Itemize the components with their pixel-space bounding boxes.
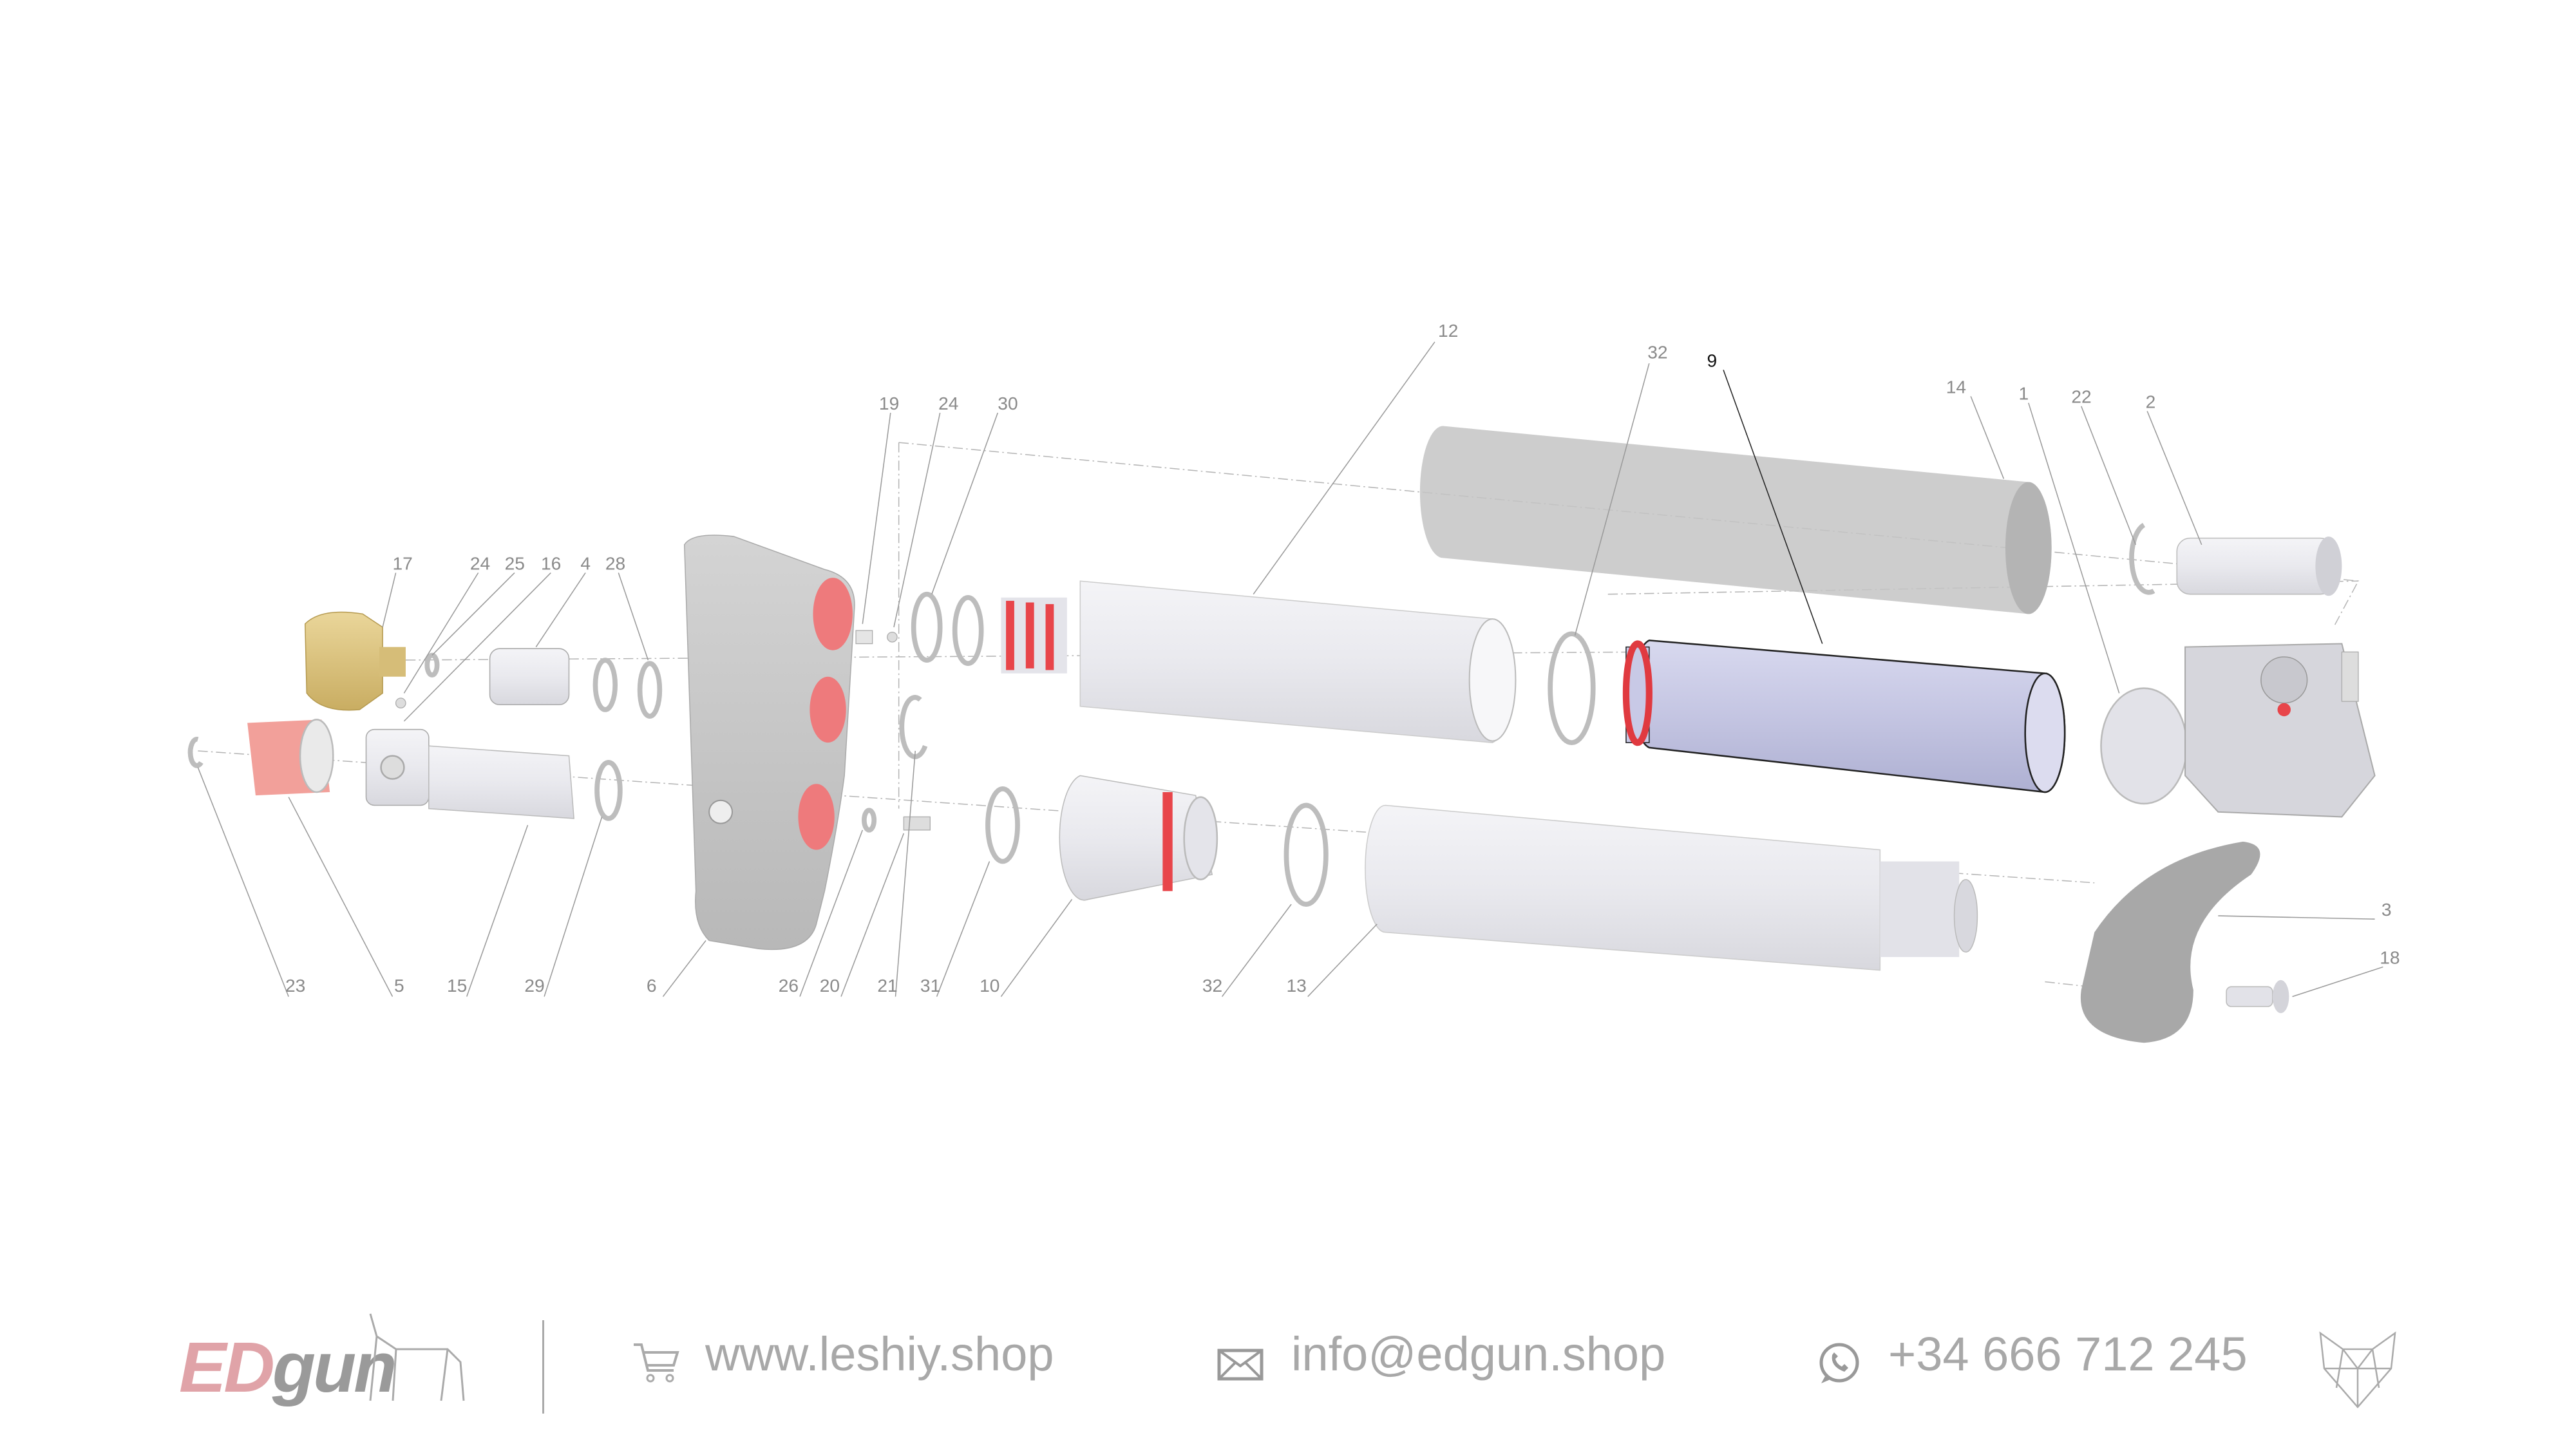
part-2-plug [2176,536,2342,596]
callout-label: 23 [285,976,305,996]
part-15-piston [365,728,575,819]
callout-label: 24 [470,553,490,573]
part-3-lever [2080,841,2260,1043]
edgun-logo: EDgun [179,1327,397,1408]
callout-label: 17 [392,553,412,573]
callout-label: 20 [820,976,840,996]
callout-label: 3 [2382,900,2392,920]
callout-label: 10 [980,976,999,996]
callouts: 12 32 9 14 1 22 2 19 24 30 17 24 25 16 4… [285,321,2400,996]
callout-label: 28 [605,553,625,573]
callout-label: 6 [647,976,657,996]
part-6-block [683,535,855,951]
callout-label: 1 [2018,384,2029,404]
cart-icon [634,1343,679,1383]
fox-logo-icon [2319,1331,2396,1408]
email-link[interactable]: info@edgun.shop [1291,1327,1666,1381]
whatsapp-icon [1819,1343,1859,1383]
callout-label: 24 [938,393,958,413]
callout-label: 2 [2146,392,2156,412]
callout-label: 31 [920,976,940,996]
callout-label: 15 [447,976,467,996]
footer-divider [542,1320,544,1414]
dog-logo-icon [369,1313,465,1401]
phone-number[interactable]: +34 666 712 245 [1888,1327,2248,1381]
part-5-red-cap [247,719,334,796]
part-1-trigger-block [2100,643,2376,818]
callout-label: 18 [2380,947,2400,967]
part-10-fitting [1059,775,1218,901]
part-14-shroud [1419,426,2052,614]
callout-label: 29 [524,976,544,996]
callout-label: 4 [580,553,591,573]
website-link[interactable]: www.leshiy.shop [705,1327,1054,1381]
callout-label: 21 [877,976,897,996]
callout-label-highlighted: 9 [1707,350,1717,370]
part-22-circlip [2129,522,2155,595]
callout-label: 16 [541,553,561,573]
part-17-brass-nut [304,611,406,711]
callout-label: 32 [1647,342,1667,362]
callout-label: 26 [779,976,799,996]
leader-lines [197,341,2383,998]
callout-label: 22 [2071,387,2091,407]
callout-label: 13 [1286,976,1306,996]
callout-label: 14 [1946,377,1966,397]
callout-label: 32 [1202,976,1222,996]
callout-label: 12 [1438,321,1458,341]
part-12-tube [1001,580,1517,743]
callout-label: 5 [394,976,404,996]
part-4-valve [489,648,570,706]
seal-rings [187,591,1596,907]
callout-label: 30 [998,393,1018,413]
logo-ed: ED [179,1328,275,1407]
part-13-tube [1365,804,1978,971]
mail-icon [1217,1349,1264,1381]
part-18-screw [2226,980,2289,1014]
callout-label: 19 [879,393,899,413]
part-9-cylinder-highlighted [1622,639,2066,793]
callout-label: 25 [505,553,525,573]
